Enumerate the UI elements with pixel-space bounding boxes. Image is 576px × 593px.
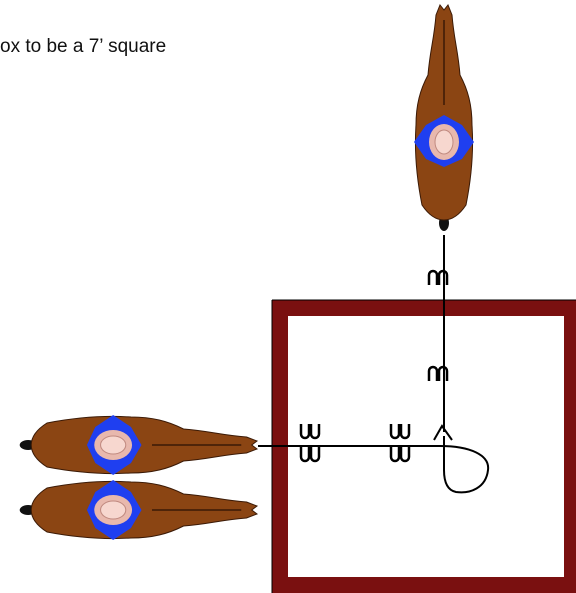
horse-with-rider-icon xyxy=(18,414,258,476)
horse-with-rider-icon xyxy=(18,479,258,541)
riding-path xyxy=(258,235,490,494)
horse-with-rider-icon xyxy=(413,4,475,232)
diagram-caption: ox to be a 7’ square xyxy=(0,36,167,57)
